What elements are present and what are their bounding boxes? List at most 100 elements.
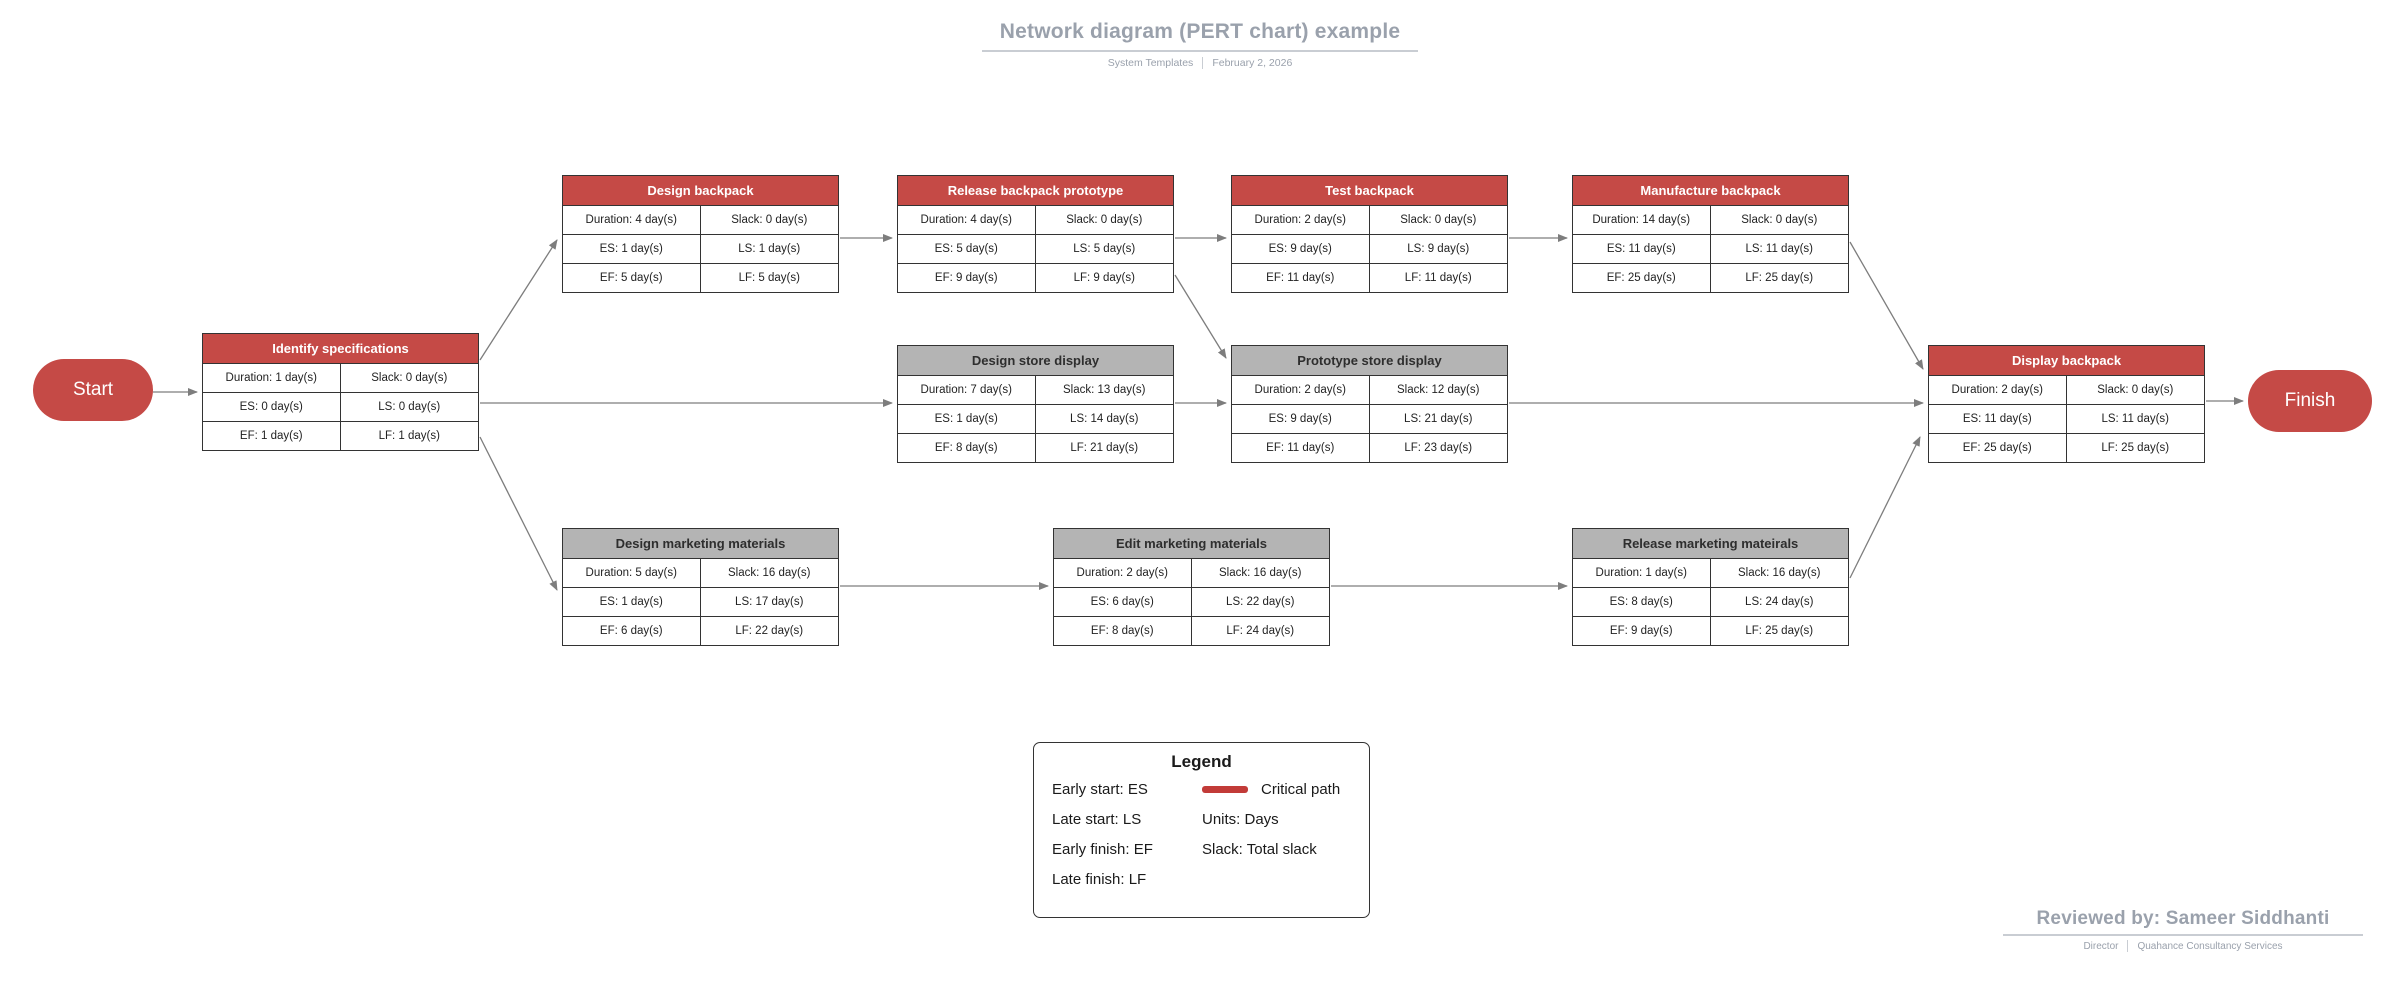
slack-cell: Slack: 13 day(s) xyxy=(1035,375,1173,404)
reviewed-by-title: Reviewed by: Sameer Siddhanti xyxy=(2036,908,2330,929)
slack-cell: Slack: 16 day(s) xyxy=(1191,558,1329,587)
early-start-cell: ES: 5 day(s) xyxy=(898,234,1036,263)
footer-divider xyxy=(2127,940,2129,952)
late-finish-cell: LF: 22 day(s) xyxy=(700,616,838,645)
early-finish-cell: EF: 6 day(s) xyxy=(563,616,701,645)
early-finish-cell: EF: 11 day(s) xyxy=(1232,263,1370,292)
early-finish-cell: EF: 25 day(s) xyxy=(1929,433,2067,462)
slack-cell: Slack: 0 day(s) xyxy=(700,205,838,234)
early-start-cell: ES: 0 day(s) xyxy=(203,392,341,421)
early-start-cell: ES: 6 day(s) xyxy=(1054,587,1192,616)
footer-underline xyxy=(2003,934,2363,936)
task-title: Identify specifications xyxy=(203,334,478,363)
late-finish-cell: LF: 21 day(s) xyxy=(1035,433,1173,462)
late-start-cell: LS: 5 day(s) xyxy=(1035,234,1173,263)
late-start-cell: LS: 21 day(s) xyxy=(1369,404,1507,433)
task-release-backpack-prototype[interactable]: Release backpack prototype Duration: 4 d… xyxy=(897,175,1174,293)
task-title: Design marketing materials xyxy=(563,529,838,558)
late-start-cell: LS: 9 day(s) xyxy=(1369,234,1507,263)
late-finish-cell: LF: 25 day(s) xyxy=(1710,263,1848,292)
edge-identify-specifications-to-design-marketing-materials xyxy=(479,436,558,591)
late-start-cell: LS: 22 day(s) xyxy=(1191,587,1329,616)
late-finish-cell: LF: 25 day(s) xyxy=(1710,616,1848,645)
task-design-store-display[interactable]: Design store display Duration: 7 day(s) … xyxy=(897,345,1174,463)
edge-identify-specifications-to-design-backpack xyxy=(479,239,558,361)
early-start-cell: ES: 9 day(s) xyxy=(1232,404,1370,433)
early-start-cell: ES: 1 day(s) xyxy=(563,234,701,263)
late-finish-cell: LF: 11 day(s) xyxy=(1369,263,1507,292)
late-finish-cell: LF: 25 day(s) xyxy=(2066,433,2204,462)
task-title: Release marketing mateirals xyxy=(1573,529,1848,558)
task-display-backpack[interactable]: Display backpack Duration: 2 day(s) Slac… xyxy=(1928,345,2205,463)
legend-critical-path-label: Critical path xyxy=(1261,781,1341,798)
legend-late-start: Late start: LS xyxy=(1052,811,1142,828)
late-start-cell: LS: 1 day(s) xyxy=(700,234,838,263)
duration-cell: Duration: 7 day(s) xyxy=(898,375,1036,404)
reviewer-role: Director xyxy=(2083,940,2119,952)
reviewer-company: Quahance Consultancy Services xyxy=(2137,940,2283,952)
task-title: Design store display xyxy=(898,346,1173,375)
date-label: February 2, 2026 xyxy=(1212,57,1293,69)
early-start-cell: ES: 9 day(s) xyxy=(1232,234,1370,263)
legend-late-finish: Late finish: LF xyxy=(1052,871,1147,888)
duration-cell: Duration: 2 day(s) xyxy=(1929,375,2067,404)
start-node-label: Start xyxy=(72,379,114,400)
late-start-cell: LS: 0 day(s) xyxy=(340,392,478,421)
early-finish-cell: EF: 1 day(s) xyxy=(203,421,341,450)
early-finish-cell: EF: 9 day(s) xyxy=(1573,616,1711,645)
task-prototype-store-display[interactable]: Prototype store display Duration: 2 day(… xyxy=(1231,345,1508,463)
task-test-backpack[interactable]: Test backpack Duration: 2 day(s) Slack: … xyxy=(1231,175,1508,293)
late-start-cell: LS: 11 day(s) xyxy=(1710,234,1848,263)
late-start-cell: LS: 14 day(s) xyxy=(1035,404,1173,433)
early-start-cell: ES: 1 day(s) xyxy=(563,587,701,616)
early-start-cell: ES: 8 day(s) xyxy=(1573,587,1711,616)
late-finish-cell: LF: 1 day(s) xyxy=(340,421,478,450)
title-underline xyxy=(982,50,1418,52)
duration-cell: Duration: 2 day(s) xyxy=(1232,205,1370,234)
task-design-backpack[interactable]: Design backpack Duration: 4 day(s) Slack… xyxy=(562,175,839,293)
legend-early-finish: Early finish: EF xyxy=(1052,841,1153,858)
duration-cell: Duration: 2 day(s) xyxy=(1232,375,1370,404)
task-title: Manufacture backpack xyxy=(1573,176,1848,205)
slack-cell: Slack: 16 day(s) xyxy=(1710,558,1848,587)
task-edit-marketing-materials[interactable]: Edit marketing materials Duration: 2 day… xyxy=(1053,528,1330,646)
slack-cell: Slack: 12 day(s) xyxy=(1369,375,1507,404)
duration-cell: Duration: 4 day(s) xyxy=(898,205,1036,234)
page-title: Network diagram (PERT chart) example xyxy=(999,20,1401,43)
early-finish-cell: EF: 5 day(s) xyxy=(563,263,701,292)
slack-cell: Slack: 0 day(s) xyxy=(1035,205,1173,234)
early-finish-cell: EF: 8 day(s) xyxy=(898,433,1036,462)
early-finish-cell: EF: 8 day(s) xyxy=(1054,616,1192,645)
task-release-marketing-mateirals[interactable]: Release marketing mateirals Duration: 1 … xyxy=(1572,528,1849,646)
duration-cell: Duration: 2 day(s) xyxy=(1054,558,1192,587)
late-finish-cell: LF: 9 day(s) xyxy=(1035,263,1173,292)
legend-box: Legend Early start: ES Critical path Lat… xyxy=(1033,742,1370,918)
late-finish-cell: LF: 24 day(s) xyxy=(1191,616,1329,645)
task-manufacture-backpack[interactable]: Manufacture backpack Duration: 14 day(s)… xyxy=(1572,175,1849,293)
task-title: Release backpack prototype xyxy=(898,176,1173,205)
task-identify-specifications[interactable]: Identify specifications Duration: 1 day(… xyxy=(202,333,479,451)
task-title: Display backpack xyxy=(1929,346,2204,375)
duration-cell: Duration: 4 day(s) xyxy=(563,205,701,234)
finish-node[interactable]: Finish xyxy=(2248,370,2372,432)
edge-manufacture-backpack-to-display-backpack xyxy=(1849,241,1924,370)
late-start-cell: LS: 11 day(s) xyxy=(2066,404,2204,433)
task-design-marketing-materials[interactable]: Design marketing materials Duration: 5 d… xyxy=(562,528,839,646)
finish-node-label: Finish xyxy=(2284,390,2336,411)
header-divider xyxy=(1202,57,1204,69)
slack-cell: Slack: 0 day(s) xyxy=(340,363,478,392)
early-start-cell: ES: 1 day(s) xyxy=(898,404,1036,433)
early-start-cell: ES: 11 day(s) xyxy=(1929,404,2067,433)
task-title: Test backpack xyxy=(1232,176,1507,205)
start-node[interactable]: Start xyxy=(33,359,153,421)
early-start-cell: ES: 11 day(s) xyxy=(1573,234,1711,263)
duration-cell: Duration: 1 day(s) xyxy=(203,363,341,392)
late-start-cell: LS: 24 day(s) xyxy=(1710,587,1848,616)
duration-cell: Duration: 1 day(s) xyxy=(1573,558,1711,587)
duration-cell: Duration: 14 day(s) xyxy=(1573,205,1711,234)
slack-cell: Slack: 0 day(s) xyxy=(2066,375,2204,404)
slack-cell: Slack: 16 day(s) xyxy=(700,558,838,587)
early-finish-cell: EF: 9 day(s) xyxy=(898,263,1036,292)
